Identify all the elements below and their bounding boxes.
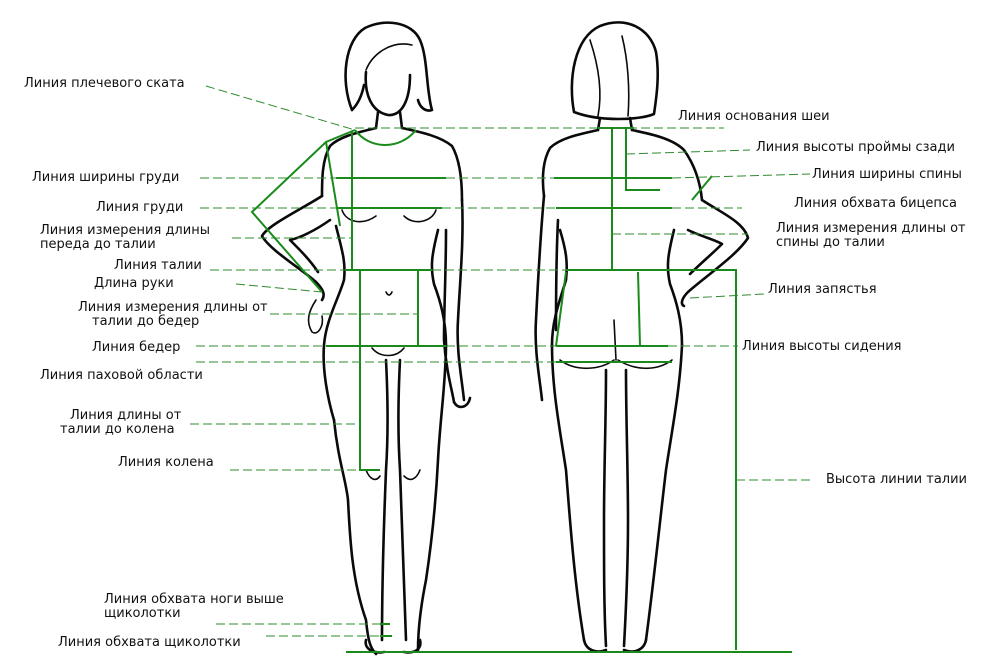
front-figure (260, 21, 472, 656)
label-waist: Линия талии (114, 258, 202, 273)
label-hip: Линия бедер (92, 340, 181, 355)
label-waist-knee: Линия длины от талии до колена (60, 409, 181, 437)
arm-length-line (250, 129, 356, 293)
label-calf: Линия обхвата ноги выше щиколотки (104, 593, 284, 621)
label-seat-height: Линия высоты сидения (742, 339, 902, 354)
label-crotch: Линия паховой области (40, 368, 203, 383)
label-front-length-line1: Линия измерения длины (40, 223, 210, 238)
label-calf-line2: щиколотки (104, 606, 181, 621)
label-back-length: Линия измерения длины от спины до талии (776, 222, 966, 250)
label-armhole-back: Линия высоты проймы сзади (756, 140, 955, 155)
label-waist-height: Высота линии талии (826, 472, 967, 487)
label-ankle: Линия обхвата щиколотки (58, 635, 241, 650)
label-bicep: Линия обхвата бицепса (794, 196, 958, 211)
label-chest-width: Линия ширины груди (32, 170, 180, 185)
label-back-length-line2: спины до талии (776, 235, 885, 250)
label-waist-hip-line1: Линия измерения длины от (78, 300, 268, 315)
label-bust: Линия груди (96, 200, 184, 215)
label-front-length: Линия измерения длины переда до талии (40, 224, 210, 252)
waist-height-measure (670, 269, 737, 650)
label-back-width: Линия ширины спины (812, 167, 962, 182)
guide-lines (190, 85, 811, 637)
label-shoulder-slope: Линия плечевого ската (24, 76, 185, 91)
label-front-length-line2: переда до талии (40, 237, 156, 252)
label-waist-hip: Линия измерения длины от талии до бедер (78, 301, 268, 329)
bicep-measure (691, 175, 713, 201)
label-wrist: Линия запястья (768, 282, 877, 297)
label-waist-hip-line2: талии до бедер (92, 314, 200, 329)
label-calf-line1: Линия обхвата ноги выше (104, 592, 284, 607)
label-waist-knee-line2: талии до колена (60, 422, 175, 437)
measurement-lines (250, 127, 792, 653)
label-arm-length: Длина руки (94, 276, 174, 291)
label-back-length-line1: Линия измерения длины от (776, 221, 966, 236)
label-knee: Линия колена (118, 455, 214, 470)
label-neck-base: Линия основания шеи (678, 109, 830, 124)
label-waist-knee-line1: Линия длины от (70, 408, 182, 423)
